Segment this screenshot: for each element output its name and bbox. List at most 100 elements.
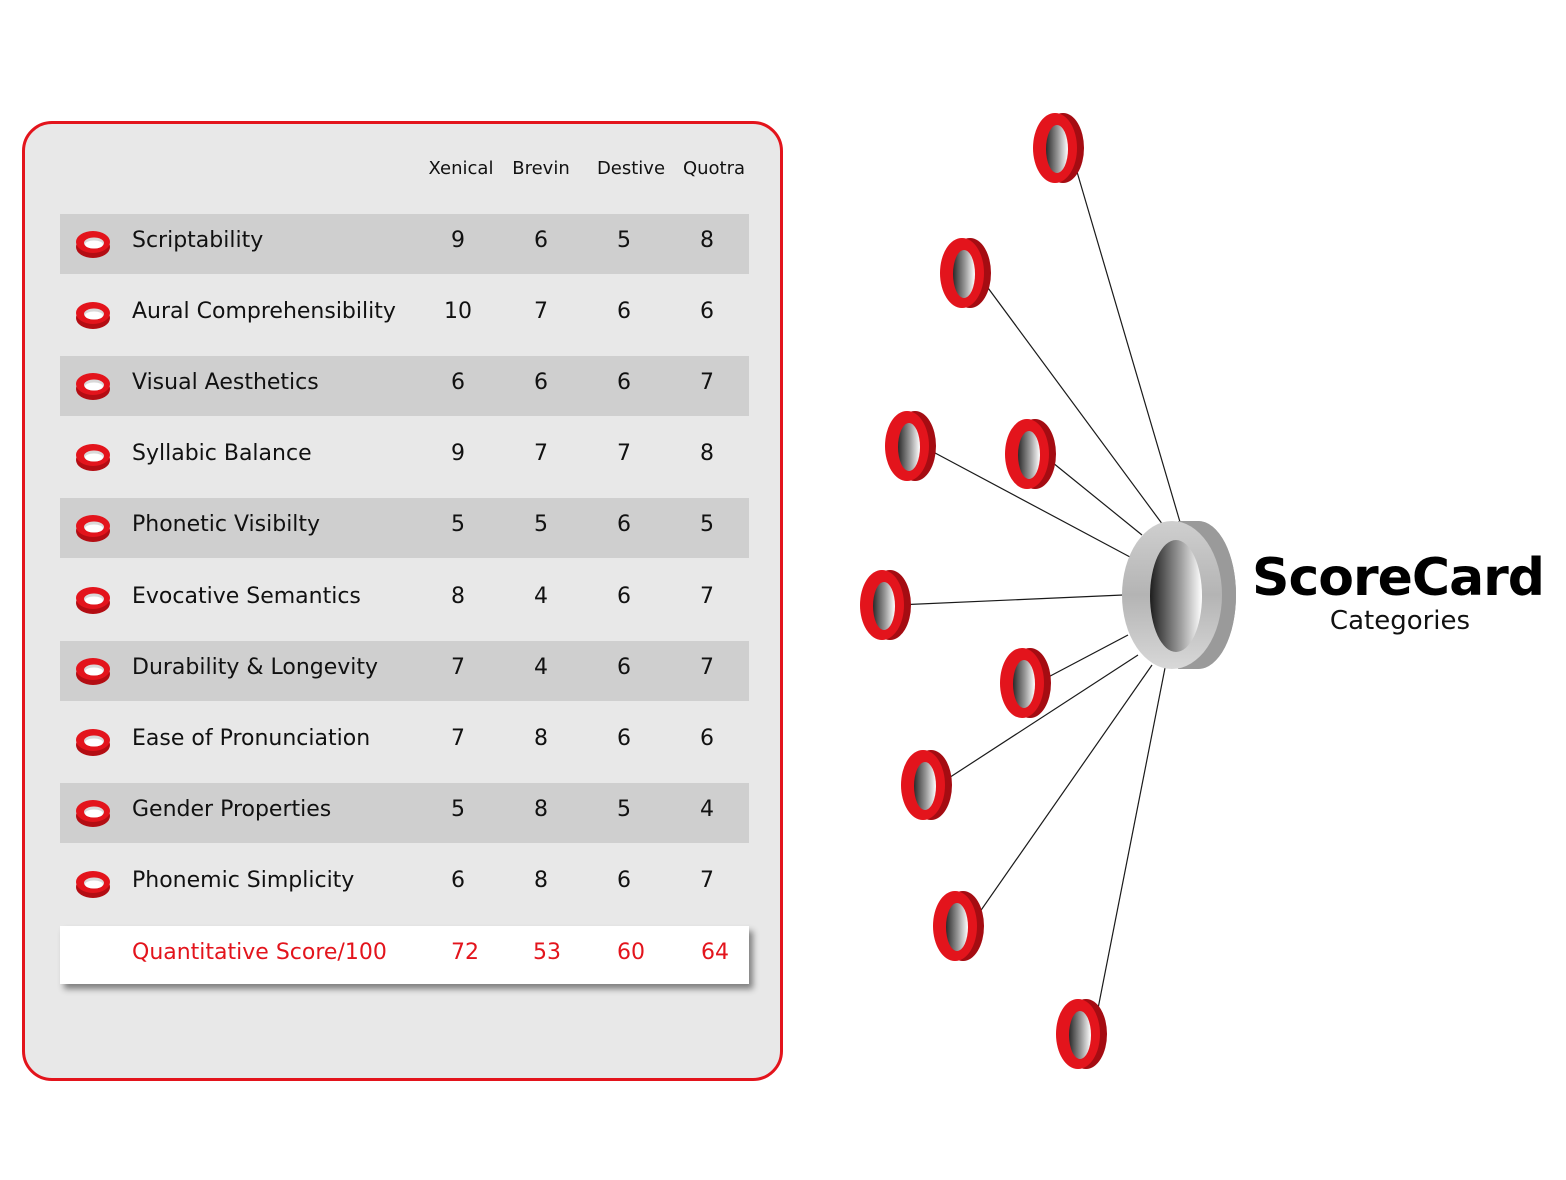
category-node-ring-icon <box>860 570 911 640</box>
category-node-ring-icon <box>1005 419 1056 489</box>
row-label: Phonetic Visibilty <box>132 512 321 537</box>
row-value-brevin: 4 <box>534 584 548 609</box>
row-value-xenical: 10 <box>444 299 472 324</box>
row-value-xenical: 9 <box>451 228 465 253</box>
row-value-brevin: 6 <box>534 370 548 395</box>
total-score-brevin: 53 <box>533 940 561 965</box>
row-value-brevin: 8 <box>534 797 548 822</box>
category-node-ring-icon <box>1033 113 1084 183</box>
category-node-ring-icon <box>901 750 952 820</box>
row-label: Visual Aesthetics <box>132 370 319 395</box>
row-label: Durability & Longevity <box>132 655 379 680</box>
connector-line <box>896 594 1124 606</box>
table-row: Aural Comprehensibility 10 7 6 6 <box>60 285 749 345</box>
row-value-brevin: 5 <box>534 512 548 537</box>
connector-line <box>921 445 1131 558</box>
row-value-destive: 5 <box>617 228 631 253</box>
scorecard-table-panel <box>22 121 783 1081</box>
hub-ring-icon <box>1122 521 1236 669</box>
table-row: Evocative Semantics 8 4 6 7 <box>60 570 749 630</box>
table-row: Gender Properties 5 8 5 4 <box>60 783 749 843</box>
row-value-quotra: 5 <box>700 512 714 537</box>
row-label: Ease of Pronunciation <box>132 726 371 751</box>
row-value-quotra: 4 <box>700 797 714 822</box>
row-label: Evocative Semantics <box>132 584 361 609</box>
column-header-destive: Destive <box>596 158 666 179</box>
row-label: Phonemic Simplicity <box>132 868 355 893</box>
row-value-brevin: 6 <box>534 228 548 253</box>
total-score-label: Quantitative Score/100 <box>132 940 387 965</box>
row-value-destive: 6 <box>617 584 631 609</box>
connector-line <box>976 272 1164 526</box>
connector-line <box>1036 634 1129 684</box>
table-row: Visual Aesthetics 6 6 6 7 <box>60 356 749 416</box>
red-disc-icon <box>76 373 110 400</box>
row-value-destive: 6 <box>617 299 631 324</box>
row-value-xenical: 5 <box>451 797 465 822</box>
row-value-brevin: 7 <box>534 299 548 324</box>
row-value-xenical: 9 <box>451 441 465 466</box>
red-disc-icon <box>76 302 110 329</box>
row-value-destive: 5 <box>617 797 631 822</box>
row-value-destive: 6 <box>617 512 631 537</box>
red-disc-icon <box>76 800 110 827</box>
red-disc-icon <box>76 587 110 614</box>
connector-line <box>969 664 1153 927</box>
category-node-ring-icon <box>1000 648 1051 718</box>
connector-line <box>1069 147 1181 523</box>
row-value-quotra: 7 <box>700 584 714 609</box>
row-value-brevin: 8 <box>534 726 548 751</box>
row-value-brevin: 7 <box>534 441 548 466</box>
row-value-xenical: 6 <box>451 868 465 893</box>
category-network-diagram <box>860 113 1236 1069</box>
category-node-ring-icon <box>933 891 984 961</box>
row-value-destive: 6 <box>617 370 631 395</box>
connector-line <box>1092 667 1166 1035</box>
row-value-xenical: 5 <box>451 512 465 537</box>
row-value-brevin: 8 <box>534 868 548 893</box>
category-node-ring-icon <box>1056 999 1107 1069</box>
total-score-row: Quantitative Score/100 72 53 60 64 <box>60 926 749 984</box>
red-disc-icon <box>76 871 110 898</box>
row-value-destive: 7 <box>617 441 631 466</box>
category-node-ring-icon <box>940 238 991 308</box>
row-value-quotra: 7 <box>700 370 714 395</box>
red-disc-icon <box>76 658 110 685</box>
hub-title: ScoreCard <box>1252 548 1545 608</box>
red-disc-icon <box>76 444 110 471</box>
row-value-xenical: 7 <box>451 726 465 751</box>
row-value-quotra: 8 <box>700 441 714 466</box>
total-score-quotra: 64 <box>701 940 729 965</box>
row-label: Gender Properties <box>132 797 332 822</box>
table-row: Phonetic Visibilty 5 5 6 5 <box>60 498 749 558</box>
row-value-destive: 6 <box>617 726 631 751</box>
row-value-xenical: 7 <box>451 655 465 680</box>
column-header-quotra: Quotra <box>682 158 746 179</box>
red-disc-icon <box>76 515 110 542</box>
column-header-xenical: Xenical <box>428 158 494 179</box>
table-row: Scriptability 9 6 5 8 <box>60 214 749 274</box>
row-value-quotra: 8 <box>700 228 714 253</box>
row-label: Aural Comprehensibility <box>132 299 396 324</box>
total-score-xenical: 72 <box>451 940 479 965</box>
row-value-xenical: 6 <box>451 370 465 395</box>
row-value-destive: 6 <box>617 868 631 893</box>
row-value-quotra: 6 <box>700 299 714 324</box>
table-row: Ease of Pronunciation 7 8 6 6 <box>60 712 749 772</box>
hub-subtitle: Categories <box>1329 606 1471 636</box>
connector-lines <box>896 147 1181 1035</box>
connector-line <box>1041 453 1143 536</box>
row-label: Syllabic Balance <box>132 441 312 466</box>
table-row: Syllabic Balance 9 7 7 8 <box>60 427 749 487</box>
red-disc-icon <box>76 729 110 756</box>
connector-line <box>937 654 1139 786</box>
row-value-xenical: 8 <box>451 584 465 609</box>
red-disc-icon <box>76 231 110 258</box>
row-label: Scriptability <box>132 228 264 253</box>
total-score-destive: 60 <box>617 940 645 965</box>
row-value-quotra: 6 <box>700 726 714 751</box>
category-nodes <box>860 113 1107 1069</box>
row-value-brevin: 4 <box>534 655 548 680</box>
row-value-destive: 6 <box>617 655 631 680</box>
